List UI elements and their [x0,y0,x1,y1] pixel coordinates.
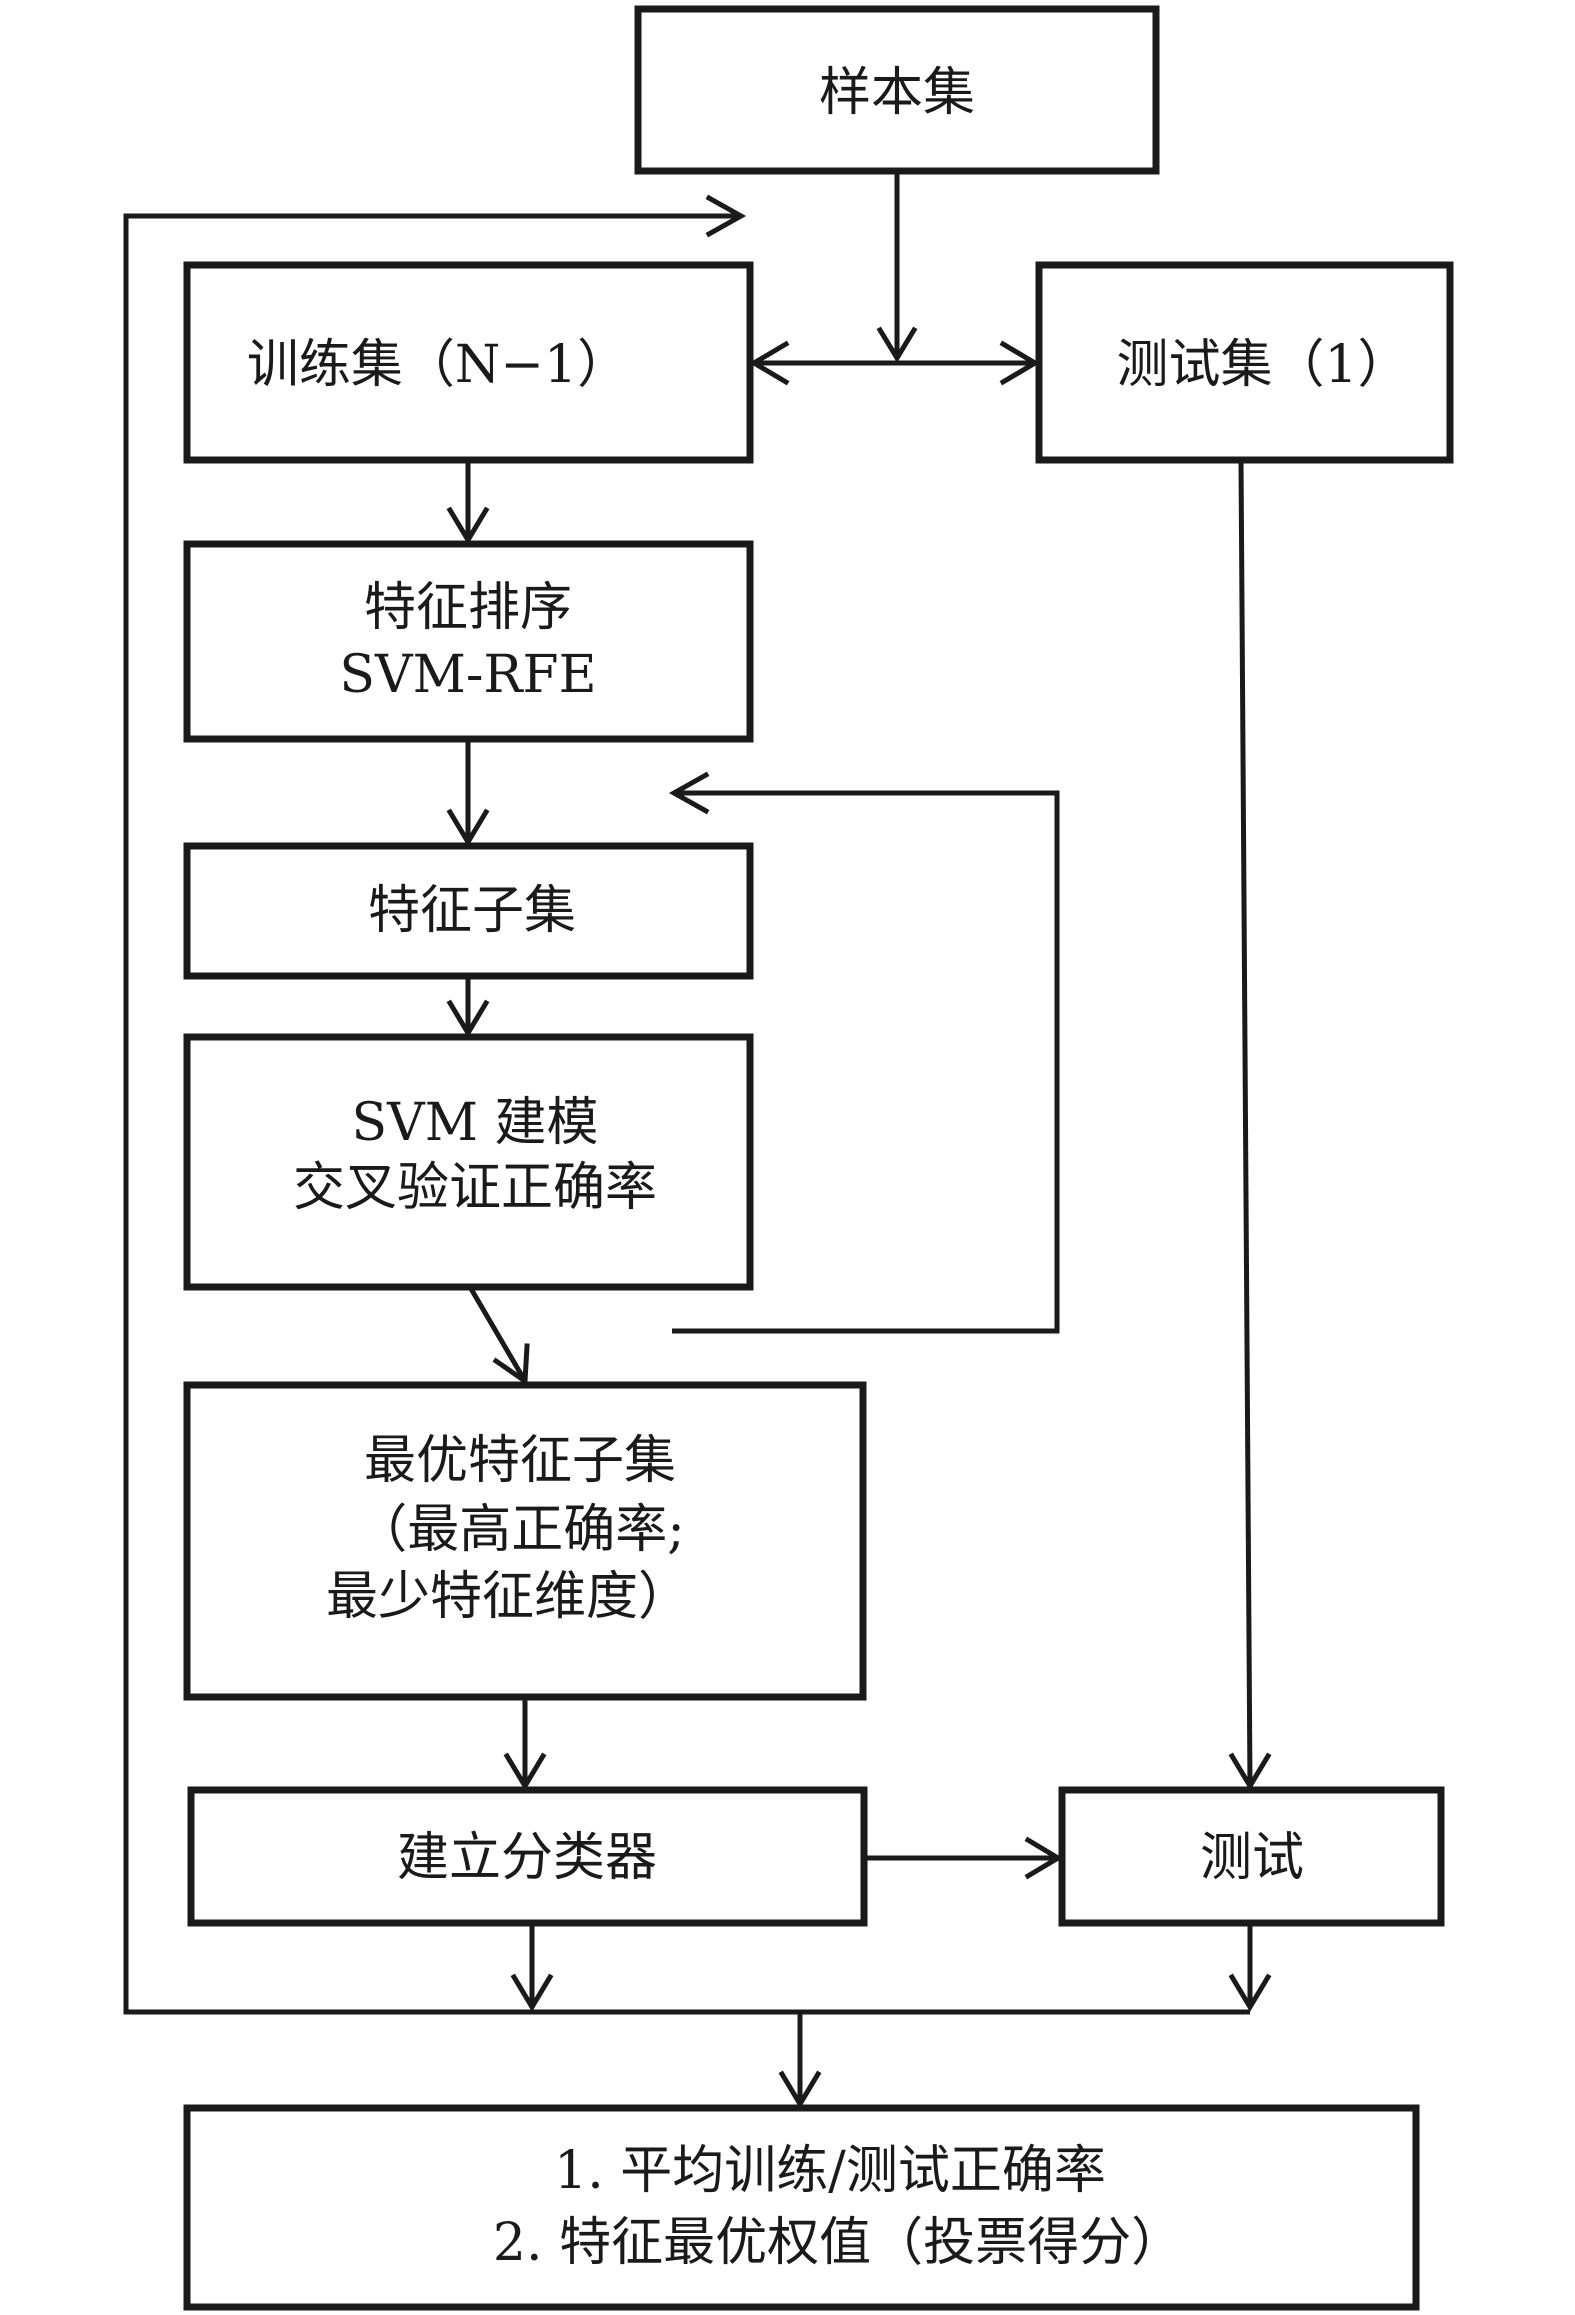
test-set-label: 测试集（1） [1116,335,1409,395]
sample-set-label: 样本集 [819,63,975,123]
test-label: 测试 [1200,1828,1304,1888]
feature-subset-label: 特征子集 [368,881,576,941]
test-set-box [1035,261,1454,464]
arrowhead-svm-optimal [492,1343,530,1386]
train-set-box [183,261,754,464]
result-box [183,2104,1420,2311]
result-label-line1: 1. 平均训练/测试正确率 [554,2141,1106,2201]
arrowhead-classifier-down [510,1973,554,2012]
connector-feedback-loop [672,790,1060,1334]
test-box [1058,1786,1445,1927]
build-classifier-label: 建立分类器 [397,1828,657,1888]
build-classifier-box [187,1786,868,1927]
sample-set-box [634,5,1160,175]
connector-svm-optimal [467,1285,528,1383]
optimal-subset-label-line1: 最优特征子集 [364,1431,676,1491]
connector-outer-loop [123,213,1250,2015]
arrowhead-feedback-loop [668,771,710,815]
arrowhead-ranking-subset [446,808,490,847]
arrowhead-subset-svm [446,999,490,1038]
optimal-subset-label-line2: （最高正确率; [355,1500,685,1560]
connector-testset-test [1238,459,1253,1787]
feature-ranking-label-line1: 特征排序 [364,578,572,638]
feature-ranking-label-line2: SVM-RFE [339,645,596,705]
arrowhead-test-down [1228,1973,1272,2012]
arrowhead-train-ranking [446,506,490,545]
svm-model-label-line2: 交叉验证正确率 [293,1158,657,1218]
arrowhead-sample-down [876,326,918,363]
arrowhead-testset-test [1228,1752,1272,1791]
arrowhead-to-result [778,2070,822,2109]
arrowhead-classifier-test [1024,1836,1063,1880]
arrowhead-to-test [999,340,1040,386]
svm-model-box [183,1033,754,1291]
optimal-subset-label-line3: 最少特征维度） [326,1567,690,1627]
arrowhead-to-train [749,340,790,386]
optimal-subset-box [183,1381,867,1701]
svm-model-label-line1: SVM 建模 [352,1093,599,1153]
arrowhead-outer-loop [705,194,747,238]
train-set-label: 训练集（N−1） [247,335,629,395]
result-label-line2: 2. 特征最优权值（投票得分） [493,2213,1183,2273]
feature-subset-box [183,842,754,980]
feature-ranking-box [183,540,754,743]
arrowhead-optimal-classifier [503,1752,547,1791]
